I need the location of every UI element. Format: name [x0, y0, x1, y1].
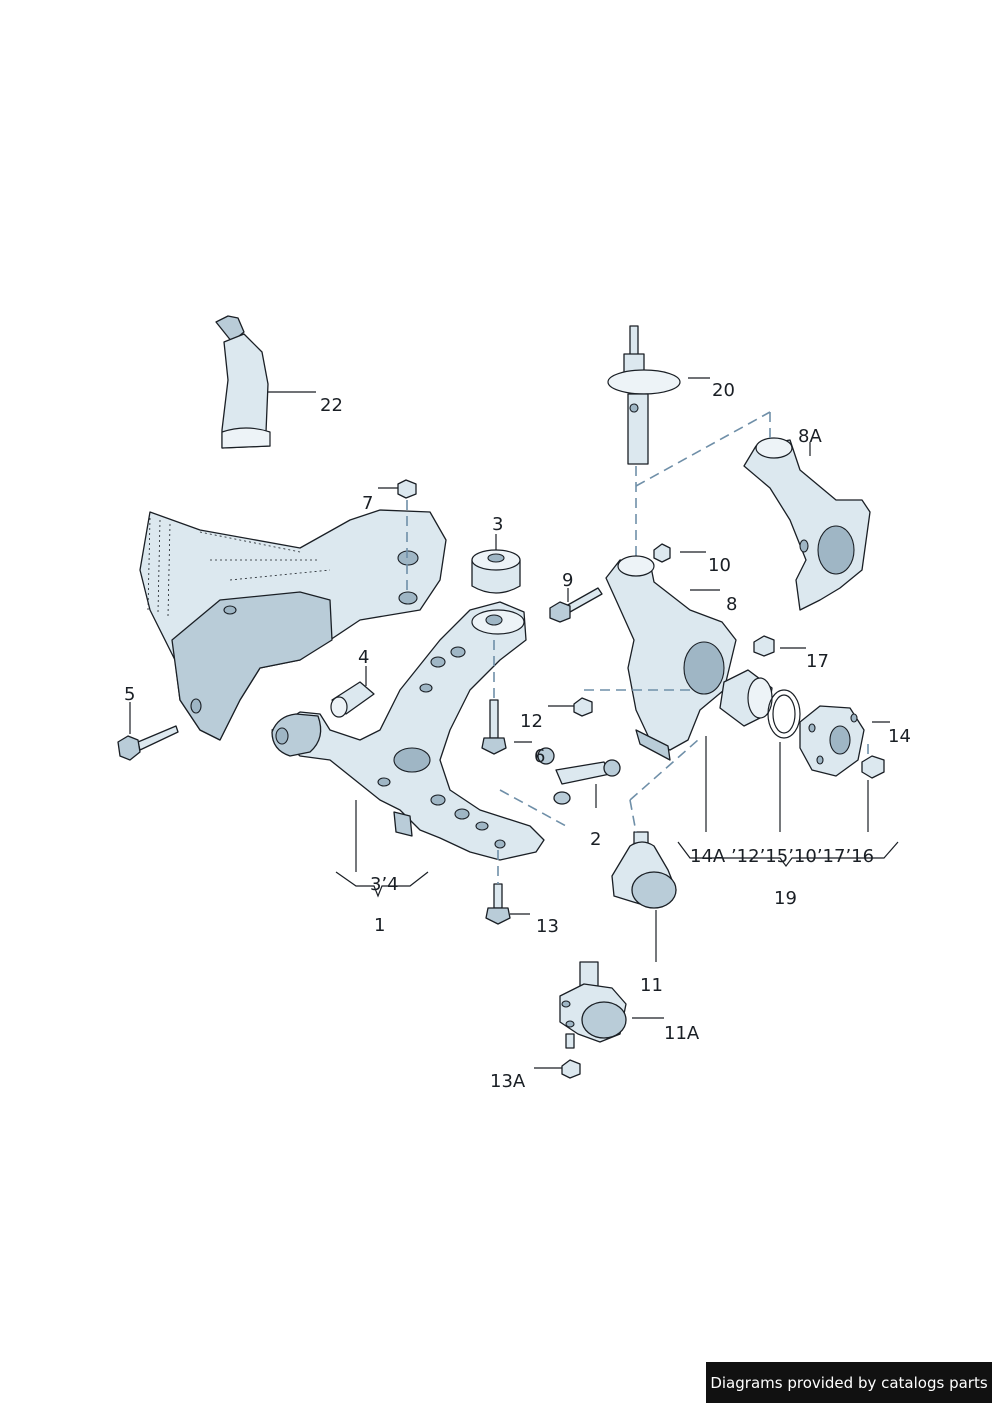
part-3-bushing[interactable]: [471, 549, 521, 594]
part-15-circlip[interactable]: [767, 689, 801, 739]
part-11a-ball-joint[interactable]: [559, 961, 627, 1049]
label-11: 11: [640, 975, 663, 996]
label-7: 7: [362, 493, 373, 514]
part-7-nut[interactable]: [397, 479, 417, 590]
label-9: 9: [562, 570, 573, 591]
label-12: 12: [520, 711, 543, 732]
label-3: 3: [492, 514, 503, 535]
label-19-group: 14A ’12’15’10’17’16: [690, 846, 874, 867]
part-9-bolt[interactable]: [549, 587, 603, 623]
label-34: 3’4: [370, 874, 399, 895]
part-11-ball-joint[interactable]: [611, 739, 699, 909]
part-8-steering-knuckle[interactable]: [584, 555, 737, 761]
part-2-link[interactable]: [499, 747, 621, 827]
part-20-shock-absorber[interactable]: [607, 325, 681, 560]
part-6-bolt[interactable]: [481, 640, 507, 755]
label-17: 17: [806, 651, 829, 672]
label-10: 10: [708, 555, 731, 576]
label-22: 22: [320, 395, 343, 416]
label-13a: 13A: [490, 1071, 526, 1092]
label-14: 14: [888, 726, 911, 747]
label-5: 5: [124, 684, 135, 705]
label-8a: 8A: [798, 426, 822, 447]
part-14a-wheel-bearing[interactable]: [719, 669, 773, 727]
part-13a-nut[interactable]: [561, 1059, 581, 1079]
part-8a-steering-knuckle[interactable]: [635, 411, 871, 611]
part-labels: 22 7 3 4 5 6 2 3’4 1 13 20 8A 9 10 8 17 …: [124, 380, 911, 1092]
part-10-nut[interactable]: [653, 543, 671, 563]
part-12-nut[interactable]: [573, 697, 593, 717]
label-20: 20: [712, 380, 735, 401]
part-13-bolt[interactable]: [485, 850, 511, 925]
subframe[interactable]: [139, 509, 447, 741]
part-16-hub-bolt[interactable]: [861, 744, 885, 779]
label-2: 2: [590, 829, 601, 850]
part-22-grease-tube[interactable]: [215, 315, 271, 449]
label-11a: 11A: [664, 1023, 700, 1044]
part-1-control-arm[interactable]: [271, 601, 545, 861]
part-4-sleeve[interactable]: [330, 681, 375, 718]
label-1: 1: [374, 915, 385, 936]
part-17-nut[interactable]: [753, 635, 775, 657]
part-14-wheel-hub[interactable]: [799, 705, 865, 777]
footer-credit: Diagrams provided by catalogs parts: [706, 1362, 992, 1403]
label-8: 8: [726, 594, 737, 615]
label-19: 19: [774, 888, 797, 909]
label-4: 4: [358, 647, 369, 668]
label-13: 13: [536, 916, 559, 937]
leader-lines: [129, 377, 899, 1069]
label-6: 6: [534, 746, 545, 767]
part-5-bolt[interactable]: [117, 725, 179, 761]
